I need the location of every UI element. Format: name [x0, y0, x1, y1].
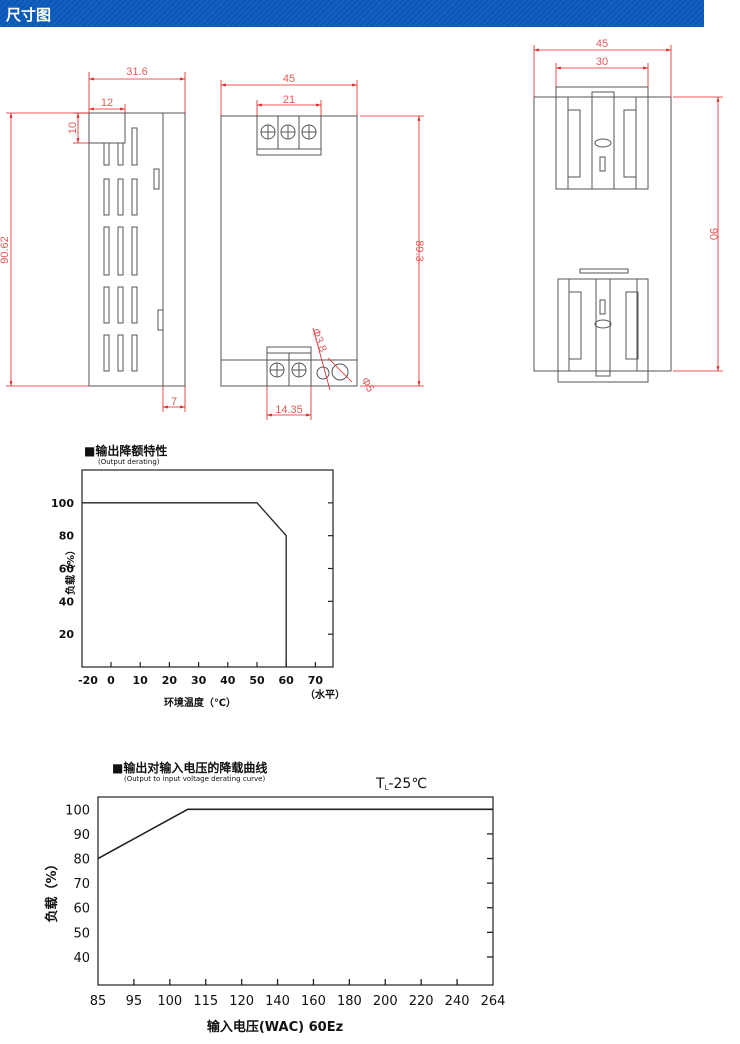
dim-notch-height: 10 [67, 122, 79, 134]
dim-side-width: 31.6 [126, 66, 147, 78]
chart2-frame [97, 796, 494, 986]
chart2-x-tick-label: 115 [193, 994, 218, 1009]
chart2-y-tick-label: 50 [73, 926, 90, 941]
chart1-y-tick-label: 100 [51, 497, 74, 510]
dim-back-height: 90 [707, 228, 719, 240]
dim-terminal-width: 21 [283, 94, 295, 106]
chart2-y-tick-label: 40 [73, 951, 90, 966]
chart2-y-tick-label: 60 [73, 902, 90, 917]
chart1-x-tick-label: -20 [78, 674, 98, 687]
chart2-x-tick-label: 264 [481, 994, 506, 1009]
chart2-ylabel: 负载（%） [44, 857, 60, 922]
chart2-x-tick-label: 180 [337, 994, 362, 1009]
chart2-x-tick-label: 100 [157, 994, 182, 1009]
dim-front-width: 45 [283, 73, 295, 85]
section-header: 尺寸图 [0, 0, 704, 27]
chart1-y-tick-label: 40 [59, 595, 75, 608]
chart2-x-tick-label: 85 [90, 994, 107, 1009]
chart1-y-tick-label: 20 [59, 628, 75, 641]
chart1-x-tick-label: 50 [249, 674, 265, 687]
chart1-xlabel-note: （水平） [305, 688, 345, 701]
chart2-xlabel: 输入电压(WAC) 60Ez [207, 1019, 343, 1035]
chart1-x-tick-label: 0 [107, 674, 115, 687]
front-view [220, 115, 358, 387]
chart2-y-tick-label: 70 [73, 877, 90, 892]
chart2-x-tick-label: 220 [409, 994, 434, 1009]
chart1-title: ■输出降额特性 [84, 443, 167, 458]
dim-notch-width: 12 [101, 97, 113, 109]
chart1-x-tick-label: 70 [308, 674, 324, 687]
chart2-x-tick-label: 120 [229, 994, 254, 1009]
input-voltage-derating-chart: ■输出对输入电压的降载曲线 (Output to input voltage d… [44, 760, 505, 1035]
chart2-x-tick-label: 240 [445, 994, 470, 1009]
chart1-x-tick-label: 40 [220, 674, 236, 687]
chart1-y-tick-label: 80 [59, 530, 75, 543]
chart1-x-tick-label: 30 [191, 674, 207, 687]
dim-clip-width: 30 [596, 56, 608, 68]
dim-bottom-terminal-width: 14.35 [275, 404, 303, 416]
chart2-x-tick-label: 160 [301, 994, 326, 1009]
chart2-annotation: TL-25℃ [375, 776, 427, 792]
chart1-x-tick-label: 20 [162, 674, 178, 687]
dim-front-height: 89.3 [413, 240, 425, 261]
chart1-ylabel: 负载（%） [64, 545, 77, 595]
chart2-x-tick-label: 200 [373, 994, 398, 1009]
chart2-title: ■输出对输入电压的降载曲线 [112, 760, 267, 775]
dim-rail-depth: 7 [171, 396, 177, 408]
dim-hole-small: Φ3.8 [309, 327, 329, 354]
chart1-x-tick-label: 60 [279, 674, 295, 687]
dimension-lines [6, 45, 723, 420]
chart1-subtitle: (Output derating) [98, 458, 160, 466]
back-view [533, 86, 672, 383]
dim-hole-large: Φ5 [358, 376, 376, 395]
chart1-xlabel: 环境温度（℃） [164, 696, 236, 709]
chart2-subtitle: (Output to input voltage derating curve) [124, 775, 265, 783]
chart1-y-tick-label: 60 [59, 563, 75, 576]
output-derating-chart: ■输出降额特性 (Output derating) 负载（%） 环境温度（℃） … [51, 443, 345, 709]
dim-back-width: 45 [596, 38, 608, 50]
chart2-series-line [97, 808, 493, 860]
dim-side-height: 90.62 [0, 236, 11, 264]
chart1-frame [81, 469, 334, 668]
side-view [88, 112, 186, 387]
chart2-y-tick-label: 80 [73, 853, 90, 868]
section-title: 尺寸图 [6, 6, 52, 24]
chart1-series-line [82, 502, 287, 667]
chart2-y-tick-label: 90 [73, 828, 90, 843]
chart2-x-tick-label: 140 [265, 994, 290, 1009]
chart2-x-tick-label: 95 [126, 994, 143, 1009]
chart2-y-tick-label: 100 [65, 803, 90, 818]
chart1-x-tick-label: 10 [133, 674, 149, 687]
